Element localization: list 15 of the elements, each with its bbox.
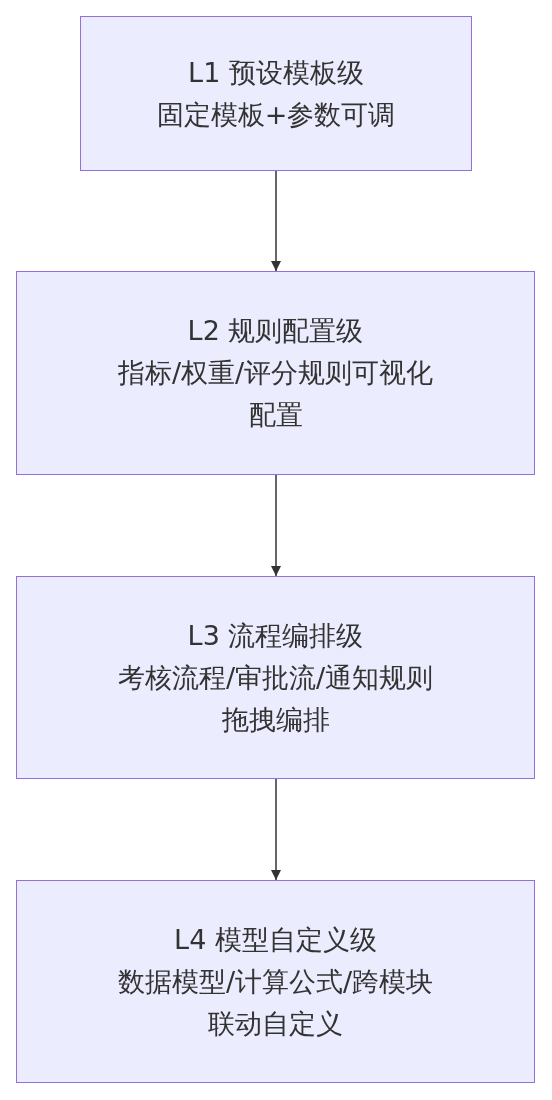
box-heading: L3 流程编排级 xyxy=(187,618,364,653)
process-box xyxy=(16,880,535,1083)
arrow xyxy=(270,778,282,881)
process-box xyxy=(16,576,535,779)
box-heading: L4 模型自定义级 xyxy=(174,922,377,957)
process-box xyxy=(16,271,535,475)
process-box xyxy=(80,16,472,171)
box-text: 考核流程/审批流/通知规则拖拽编排 xyxy=(116,660,435,737)
box-text: 指标/权重/评分规则可视化配置 xyxy=(116,356,435,432)
arrow xyxy=(270,170,282,272)
box-text: 固定模板+参数可调 xyxy=(156,97,396,132)
box-heading: L1 预设模板级 xyxy=(188,55,364,90)
arrow xyxy=(270,474,282,577)
box-heading: L2 规则配置级 xyxy=(187,314,364,348)
box-text: 数据模型/计算公式/跨模块联动自定义 xyxy=(116,964,435,1041)
